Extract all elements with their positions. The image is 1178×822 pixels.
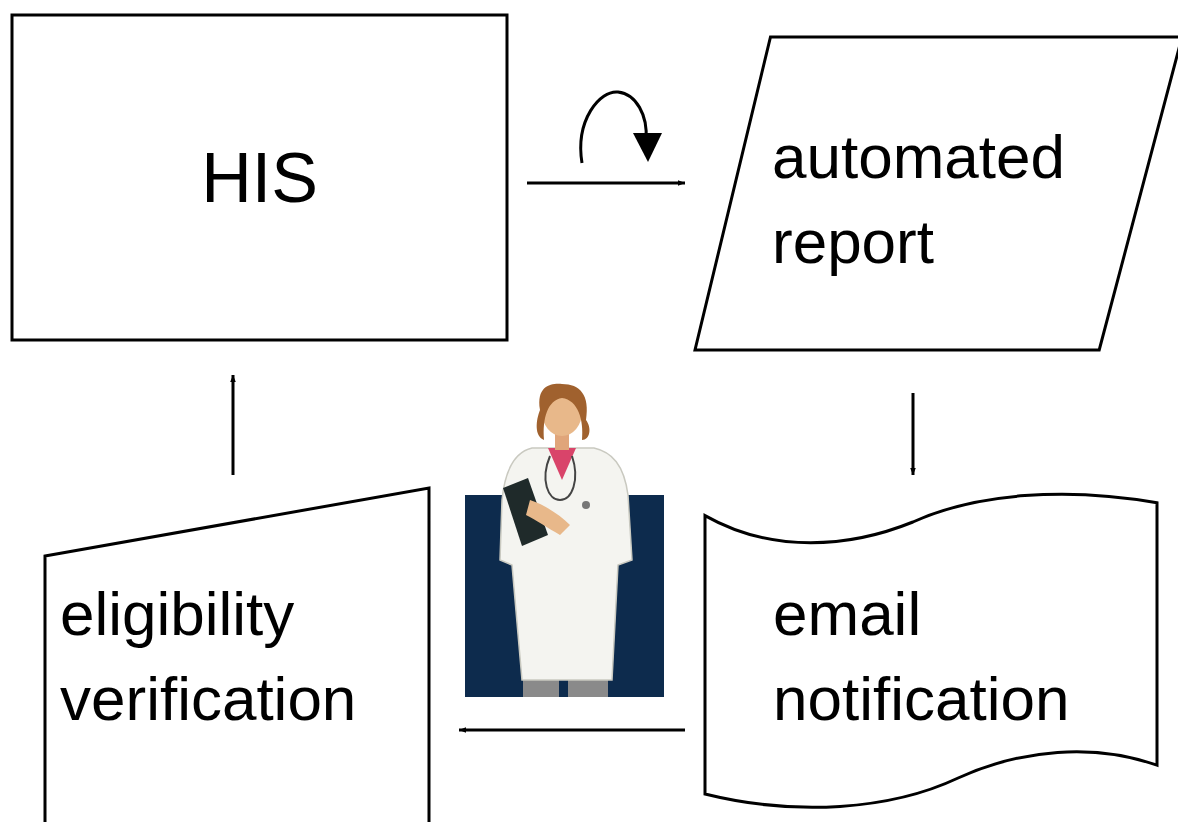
document-shape: email notification [705, 490, 1157, 810]
flow-arrow [912, 393, 915, 475]
node-label: email notification [773, 572, 1133, 742]
flow-arrow [459, 729, 685, 732]
node-label: eligibility verification [60, 572, 417, 742]
shape-outline [695, 37, 1178, 350]
flow-arrow [527, 182, 685, 185]
process-box: HIS [12, 15, 507, 340]
node-label: automated report [772, 115, 1122, 285]
doctor-figure [465, 384, 664, 697]
flow-arrow [232, 375, 235, 475]
node-label: HIS [201, 136, 318, 220]
cycle-symbol [581, 92, 662, 163]
manual-input-shape: eligibility verification [45, 488, 429, 822]
data-parallelogram: automated report [695, 37, 1178, 350]
shape-outline [45, 488, 429, 822]
shape-outline [705, 490, 1157, 810]
